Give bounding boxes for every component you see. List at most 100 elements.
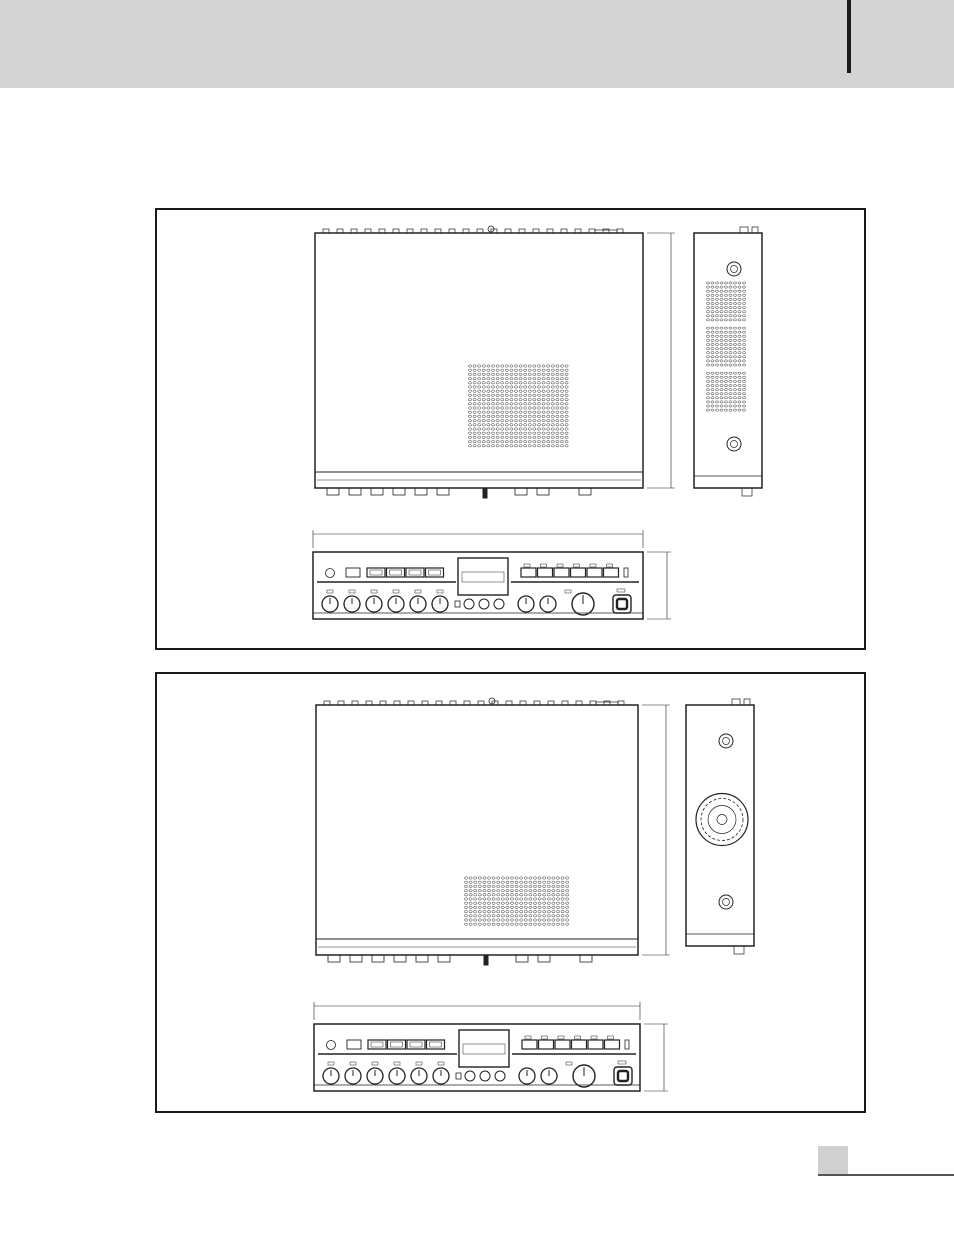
vent-hole [492,889,495,891]
vent-hole [729,360,732,362]
vent-hole [533,377,536,379]
vent-hole [469,915,472,917]
vent-hole [482,419,485,421]
vent-hole [506,910,509,912]
vent-hole [720,307,723,309]
selector-led [590,564,596,567]
front-panel-outline [314,1024,640,1091]
vent-hole [474,919,477,921]
vent-hole [742,401,745,403]
vent-hole [505,377,508,379]
mini-knobs [456,1071,505,1081]
vent-hole [491,398,494,400]
vent-hole [533,432,536,434]
vent-hole [724,352,727,354]
vent-hole [524,415,527,417]
vent-hole [556,923,559,925]
vent-hole [715,315,718,317]
vent-hole [478,885,481,887]
vent-hole [715,405,718,407]
vent-hole [547,382,550,384]
vent-hole [510,923,513,925]
vent-hole [473,432,476,434]
vent-hole [492,894,495,896]
vent-hole [506,885,509,887]
vent-hole [468,432,471,434]
vent-hole [520,910,523,912]
vent-hole [491,394,494,396]
vent-hole [514,390,517,392]
vent-hole [533,411,536,413]
vent-hole [501,365,504,367]
vent-hole [519,373,522,375]
vent-hole [464,881,467,883]
vent-hole [501,382,504,384]
vent-hole [478,377,481,379]
selector-led [525,1036,531,1039]
vent-hole [514,377,517,379]
vent-hole [547,881,550,883]
vent-hole [514,445,517,447]
knob-label-marker [349,590,355,593]
input-volume-knobs [322,590,448,612]
vent-hole [724,372,727,374]
knob-stub [438,955,450,962]
vent-hole [706,380,709,382]
vent-hole [505,403,508,405]
vent-hole [556,424,559,426]
vent-hole [487,428,490,430]
vent-hole [720,294,723,296]
fan-hub-ring [708,806,736,834]
vent-hole [482,407,485,409]
vent-hole [510,445,513,447]
vent-hole [565,415,568,417]
vent-hole [487,411,490,413]
vent-hole [473,398,476,400]
vent-hole [482,373,485,375]
vent-hole [505,445,508,447]
vent-hole [729,405,732,407]
vent-hole [474,881,477,883]
vent-hole [483,889,486,891]
vent-hole [528,432,531,434]
vent-hole [543,885,546,887]
vent-hole [720,282,723,284]
vent-hole [724,319,727,321]
vent-hole [542,369,545,371]
vent-hole [724,401,727,403]
vent-hole [487,881,490,883]
vent-hole [547,373,550,375]
vent-hole [738,315,741,317]
vent-hole [733,360,736,362]
vent-hole [524,424,527,426]
vent-hole [711,335,714,337]
vent-hole [515,877,518,879]
vent-hole [543,898,546,900]
vent-hole [738,356,741,358]
knob-label-marker [327,590,333,593]
vent-hole [510,889,513,891]
vent-hole [706,327,709,329]
vent-hole [491,377,494,379]
vent-hole [738,405,741,407]
vent-hole [514,403,517,405]
vent-hole [529,898,532,900]
vent-hole [537,419,540,421]
vent-hole [468,394,471,396]
vent-hole [720,298,723,300]
vent-hole [720,409,723,411]
vent-hole [473,440,476,442]
vent-hole [491,373,494,375]
vent-hole [542,415,545,417]
vent-hole [711,286,714,288]
vent-hole [528,415,531,417]
vent-hole [464,877,467,879]
vent-hole [524,390,527,392]
vent-hole [478,394,481,396]
vent-hole [738,397,741,399]
vent-hole [492,881,495,883]
vent-hole [528,428,531,430]
vent-hole [483,906,486,908]
vent-hole [529,885,532,887]
vent-hole [742,290,745,292]
